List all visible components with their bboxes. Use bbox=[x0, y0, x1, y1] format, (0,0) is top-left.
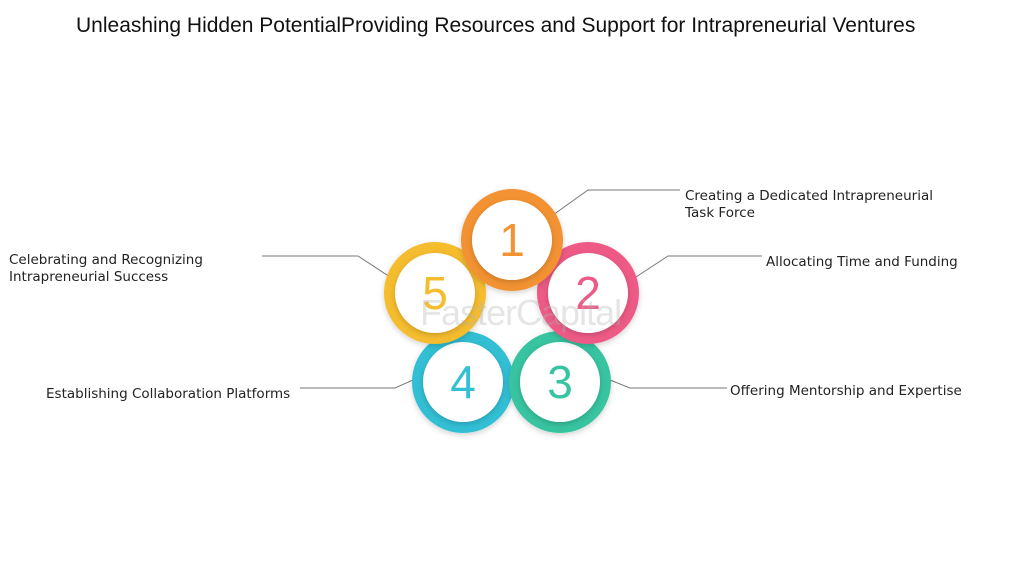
step-ring-4: 4 bbox=[412, 331, 514, 433]
step-label-5: Celebrating and Recognizing Intrapreneur… bbox=[9, 252, 203, 285]
step-label-1: Creating a Dedicated Intrapreneurial Tas… bbox=[685, 188, 933, 221]
step-number-3: 3 bbox=[547, 356, 573, 408]
step-number-4: 4 bbox=[450, 356, 476, 408]
step-label-4: Establishing Collaboration Platforms bbox=[46, 386, 291, 402]
ring-inner bbox=[472, 200, 552, 280]
step-label-2: Allocating Time and Funding bbox=[766, 254, 958, 270]
leader-line-1 bbox=[552, 189, 680, 216]
step-ring-1: 1 bbox=[461, 189, 563, 291]
step-number-1: 1 bbox=[499, 214, 525, 266]
step-ring-5: 5 bbox=[384, 242, 486, 344]
watermark: FasterCapital bbox=[420, 292, 622, 333]
ring-inner bbox=[548, 253, 628, 333]
page-title: Unleashing Hidden PotentialProviding Res… bbox=[76, 14, 916, 37]
ring-inner bbox=[423, 342, 503, 422]
step-number-5: 5 bbox=[422, 267, 448, 319]
leader-line-3 bbox=[609, 379, 727, 389]
leader-line-5 bbox=[262, 255, 391, 278]
step-label-3: Offering Mentorship and Expertise bbox=[730, 383, 962, 399]
step-ring-2: 2 bbox=[537, 242, 639, 344]
step-number-2: 2 bbox=[575, 267, 601, 319]
ring-inner bbox=[395, 253, 475, 333]
leader-lines bbox=[262, 189, 762, 389]
leader-line-4 bbox=[300, 379, 414, 389]
step-ring-3: 3 bbox=[509, 331, 611, 433]
leader-line-2 bbox=[635, 255, 762, 278]
ring-inner bbox=[520, 342, 600, 422]
